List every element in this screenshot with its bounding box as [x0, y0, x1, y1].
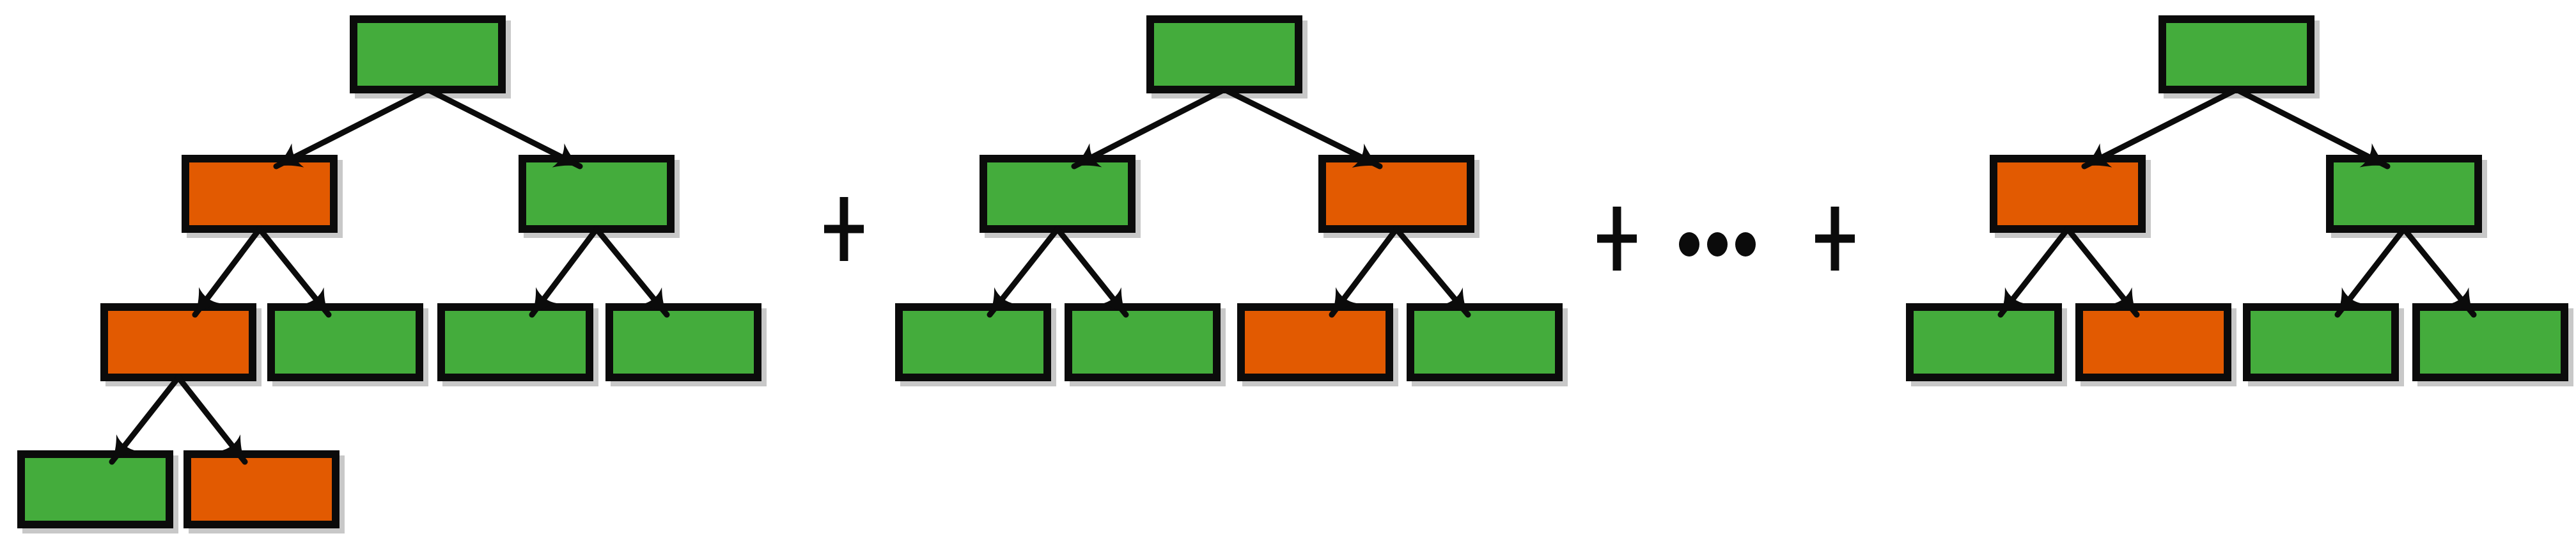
tree-1-edge-root-r	[425, 86, 583, 170]
tree-3-node-r-green-box	[2326, 155, 2482, 233]
plus-operator-1	[824, 197, 864, 261]
tree-2-node-l-green-box	[980, 155, 1136, 233]
plus-operator-2	[1597, 207, 1637, 271]
tree-2-node-r-orange-box	[1318, 155, 1474, 233]
tree-1	[17, 15, 767, 533]
tree-2-node-rl-orange-box	[1237, 303, 1393, 381]
tree-3-edge-root-r	[2233, 86, 2391, 170]
tree-1-node-lr-green-box	[267, 303, 423, 381]
tree-3-node-rl-green-box	[2243, 303, 2399, 381]
tree-1-node-lll-green-box	[17, 450, 173, 528]
tree-2-edge-r-rl	[1329, 226, 1400, 318]
tree-1-node-rl-green-box	[437, 303, 593, 381]
tree-3	[1906, 15, 2573, 386]
tree-3-edge-r-rl	[2334, 226, 2407, 318]
tree-3-edge-l-ll	[1997, 226, 2071, 318]
tree-1-node-r-green-box	[519, 155, 675, 233]
tree-1-edge-l-ll	[192, 226, 263, 318]
tree-3-edge-l-lr	[2065, 226, 2140, 318]
tree-1-node-llr-orange-box	[183, 450, 340, 528]
tree-3-node-ll-green-box	[1906, 303, 2062, 381]
tree-2-edge-l-ll	[987, 226, 1061, 318]
tree-2-node-rr-green-box	[1407, 303, 1563, 381]
tree-2-node-ll-green-box	[895, 303, 1051, 381]
tree-1-node-root-green-box	[350, 15, 506, 93]
tree-1-node-ll-orange-box	[100, 303, 256, 381]
tree-1-edge-r-rr	[593, 226, 670, 318]
tree-2-edge-r-rr	[1393, 226, 1471, 318]
tree-2	[895, 15, 1568, 386]
plus-operator-4	[1815, 207, 1855, 271]
tree-1-edge-ll-llr	[175, 374, 248, 465]
tree-1-edge-root-l	[273, 86, 431, 170]
tree-2-node-lr-green-box	[1065, 303, 1221, 381]
tree-1-node-l-orange-box	[182, 155, 338, 233]
ellipsis-operator-3	[1679, 232, 1756, 257]
tree-3-node-l-orange-box	[1990, 155, 2146, 233]
tree-2-node-root-green-box	[1146, 15, 1302, 93]
tree-2-edge-l-lr	[1054, 226, 1129, 318]
tree-2-edge-root-r	[1221, 86, 1383, 170]
tree-3-edge-root-l	[2081, 86, 2240, 170]
tree-2-edge-root-l	[1071, 86, 1228, 170]
tree-3-node-rr-green-box	[2412, 303, 2568, 381]
tree-1-edge-l-lr	[256, 226, 332, 318]
tree-1-edge-ll-lll	[109, 374, 182, 465]
tree-3-node-lr-orange-box	[2075, 303, 2231, 381]
tree-3-node-root-green-box	[2158, 15, 2314, 93]
tree-1-node-rr-green-box	[605, 303, 761, 381]
tree-1-edge-r-rl	[529, 226, 600, 318]
tree-3-edge-r-rr	[2401, 226, 2477, 318]
